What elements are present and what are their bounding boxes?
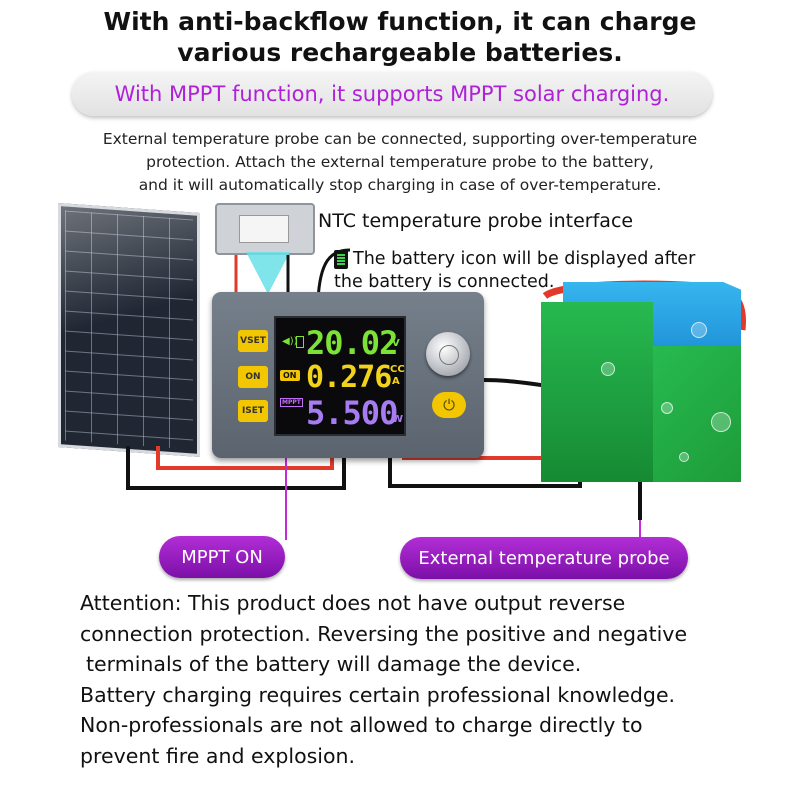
attention-line-2: connection protection. Reversing the pos…	[80, 621, 688, 646]
attention-line-1: Attention: This product does not have ou…	[80, 591, 626, 615]
mode-indicator: CC	[390, 364, 405, 375]
current-reading: 0.276	[306, 360, 392, 395]
description-line-3: and it will automatically stop charging …	[138, 176, 662, 194]
rotary-encoder-knob[interactable]	[426, 332, 470, 376]
ntc-connector-image	[215, 203, 315, 255]
charger-module: VSET ON ISET ◀)) 20.02 V ON 0.276 CC A M…	[212, 292, 484, 458]
attention-line-4: Battery charging requires certain profes…	[80, 682, 676, 707]
current-unit: A	[392, 376, 400, 387]
mppt-banner-text: With MPPT function, it supports MPPT sol…	[114, 82, 670, 106]
on-status-badge: ON	[280, 370, 300, 381]
attention-line-5: Non-professionals are not allowed to cha…	[80, 713, 643, 737]
probe-description: External temperature probe can be connec…	[40, 128, 760, 197]
battery-note-line-2: the battery is connected.	[334, 272, 555, 292]
voltage-reading: 20.02	[306, 324, 398, 362]
headline: With anti-backflow function, it can char…	[0, 6, 800, 68]
attention-notice: Attention: This product does not have ou…	[80, 588, 780, 771]
vset-button[interactable]: VSET	[238, 330, 268, 352]
headline-line-2: various rechargeable batteries.	[177, 38, 623, 67]
solar-negative-wire	[126, 440, 346, 490]
voltage-unit: V	[392, 338, 400, 349]
battery-note: The battery icon will be displayed after…	[334, 248, 695, 294]
external-probe-text: External temperature probe	[418, 547, 670, 569]
power-unit: W	[392, 414, 404, 425]
signal-icon: ◀))	[282, 336, 298, 347]
attention-line-3: terminals of the battery will damage the…	[86, 652, 582, 676]
battery-image	[541, 282, 741, 482]
on-button[interactable]: ON	[238, 366, 268, 388]
display-lead	[316, 248, 351, 301]
mppt-tag: MPPT	[280, 398, 303, 407]
headline-line-1: With anti-backflow function, it can char…	[103, 7, 697, 36]
mppt-on-label: MPPT ON	[159, 536, 285, 578]
attention-line-6: prevent fire and explosion.	[80, 743, 356, 768]
power-reading: 5.500	[306, 394, 398, 432]
battery-icon	[334, 250, 348, 269]
battery-note-line-1: The battery icon will be displayed after	[353, 249, 696, 269]
description-line-1: External temperature probe can be connec…	[102, 130, 698, 148]
mppt-on-text: MPPT ON	[181, 546, 263, 568]
ntc-label: NTC temperature probe interface	[318, 210, 634, 232]
power-button[interactable]: ⏻	[432, 392, 466, 418]
power-icon: ⏻	[443, 396, 455, 414]
mppt-banner: With MPPT function, it supports MPPT sol…	[72, 72, 712, 116]
external-probe-label: External temperature probe	[400, 537, 688, 579]
iset-button[interactable]: ISET	[238, 400, 268, 422]
lcd-screen: ◀)) 20.02 V ON 0.276 CC A MPPT 5.500 W	[274, 316, 406, 436]
description-line-2: protection. Attach the external temperat…	[146, 153, 654, 171]
lcd-battery-icon	[296, 336, 304, 348]
ntc-highlight-beam	[246, 252, 290, 294]
